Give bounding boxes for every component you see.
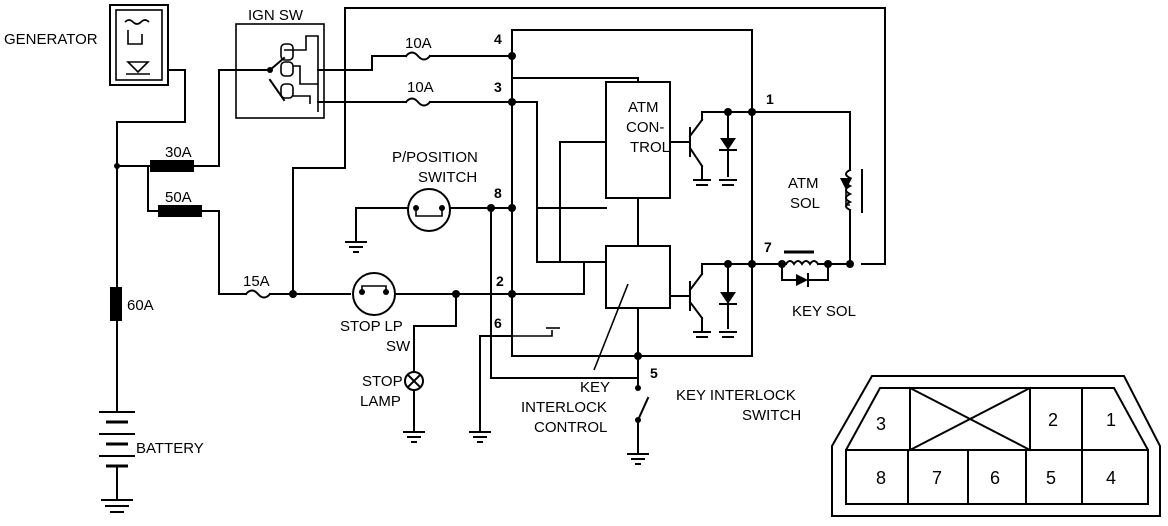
fuse-60a bbox=[110, 287, 122, 321]
fuse-10a-mid-label: 10A bbox=[407, 79, 434, 96]
key-interlock-control-label-1: KEY bbox=[580, 379, 610, 396]
p-position-label-2: SWITCH bbox=[418, 169, 477, 186]
p-position-label-1: P/POSITION bbox=[392, 149, 478, 166]
atm-control-label-1: ATM bbox=[628, 99, 659, 116]
stop-lp-label-2: SW bbox=[386, 338, 411, 355]
connector-pin-1: 1 bbox=[1106, 410, 1116, 430]
fuse-10a-top bbox=[404, 51, 432, 61]
terminal-6: 6 bbox=[494, 315, 502, 331]
terminal-1: 1 bbox=[766, 91, 774, 107]
fuse-15a bbox=[244, 289, 272, 299]
key-diode bbox=[719, 263, 737, 338]
fuse-10a-mid bbox=[404, 97, 432, 107]
terminal-5: 5 bbox=[650, 365, 658, 381]
battery bbox=[99, 411, 135, 513]
fuse-60a-label: 60A bbox=[127, 297, 154, 314]
connector-pin-2: 2 bbox=[1048, 410, 1058, 430]
terminal-8: 8 bbox=[494, 185, 502, 201]
connector-pin-6: 6 bbox=[990, 468, 1000, 488]
key-interlock-control-label-2: INTERLOCK bbox=[521, 399, 607, 416]
stop-lamp bbox=[404, 371, 424, 391]
key-sol-label: KEY SOL bbox=[792, 303, 856, 320]
connector-pin-8: 8 bbox=[876, 468, 886, 488]
atm-transistor bbox=[688, 111, 753, 186]
terminal-4: 4 bbox=[494, 31, 502, 47]
key-interlock-control-label-3: CONTROL bbox=[534, 419, 607, 436]
stop-lp-switch bbox=[352, 272, 396, 316]
connector-pin-5: 5 bbox=[1046, 468, 1056, 488]
atm-sol-label-1: ATM bbox=[788, 175, 819, 192]
generator-label: GENERATOR bbox=[4, 31, 98, 48]
generator bbox=[109, 4, 169, 86]
fuse-15a-label: 15A bbox=[243, 273, 270, 290]
atm-solenoid bbox=[840, 168, 863, 265]
connector-face bbox=[831, 375, 1161, 517]
key-interlock-control bbox=[605, 245, 671, 309]
connector-pin-7: 7 bbox=[932, 468, 942, 488]
connector-pin-3: 3 bbox=[876, 414, 886, 434]
terminal-2: 2 bbox=[496, 273, 504, 289]
connector-pin-4: 4 bbox=[1106, 468, 1116, 488]
ignition-switch bbox=[235, 23, 325, 119]
terminal-7: 7 bbox=[764, 239, 772, 255]
atm-control-label-3: TROL bbox=[630, 139, 670, 156]
terminal-3: 3 bbox=[494, 79, 502, 95]
key-interlock-switch-label-1: KEY INTERLOCK bbox=[676, 387, 796, 404]
generator-wire bbox=[116, 69, 186, 301]
p-position-switch bbox=[407, 188, 451, 232]
fuse-30a bbox=[150, 160, 194, 172]
stop-lp-label-1: STOP LP bbox=[340, 318, 403, 335]
fuse-50a bbox=[158, 205, 202, 217]
ign-sw-label: IGN SW bbox=[248, 7, 304, 24]
fuse-30a-label: 30A bbox=[165, 144, 192, 161]
battery-label: BATTERY bbox=[136, 440, 204, 457]
fuse-50a-label: 50A bbox=[165, 189, 192, 206]
atm-sol-label-2: SOL bbox=[790, 195, 820, 212]
key-interlock-switch-label-2: SWITCH bbox=[742, 407, 801, 424]
atm-diode bbox=[719, 111, 737, 186]
fuse-10a-top-label: 10A bbox=[405, 35, 432, 52]
stop-lamp-label-1: STOP bbox=[362, 373, 403, 390]
stop-lamp-label-2: LAMP bbox=[360, 393, 401, 410]
key-interlock-switch bbox=[627, 355, 650, 465]
key-transistor bbox=[688, 263, 771, 338]
atm-control-label-2: CON- bbox=[626, 119, 664, 136]
key-solenoid bbox=[769, 250, 851, 287]
